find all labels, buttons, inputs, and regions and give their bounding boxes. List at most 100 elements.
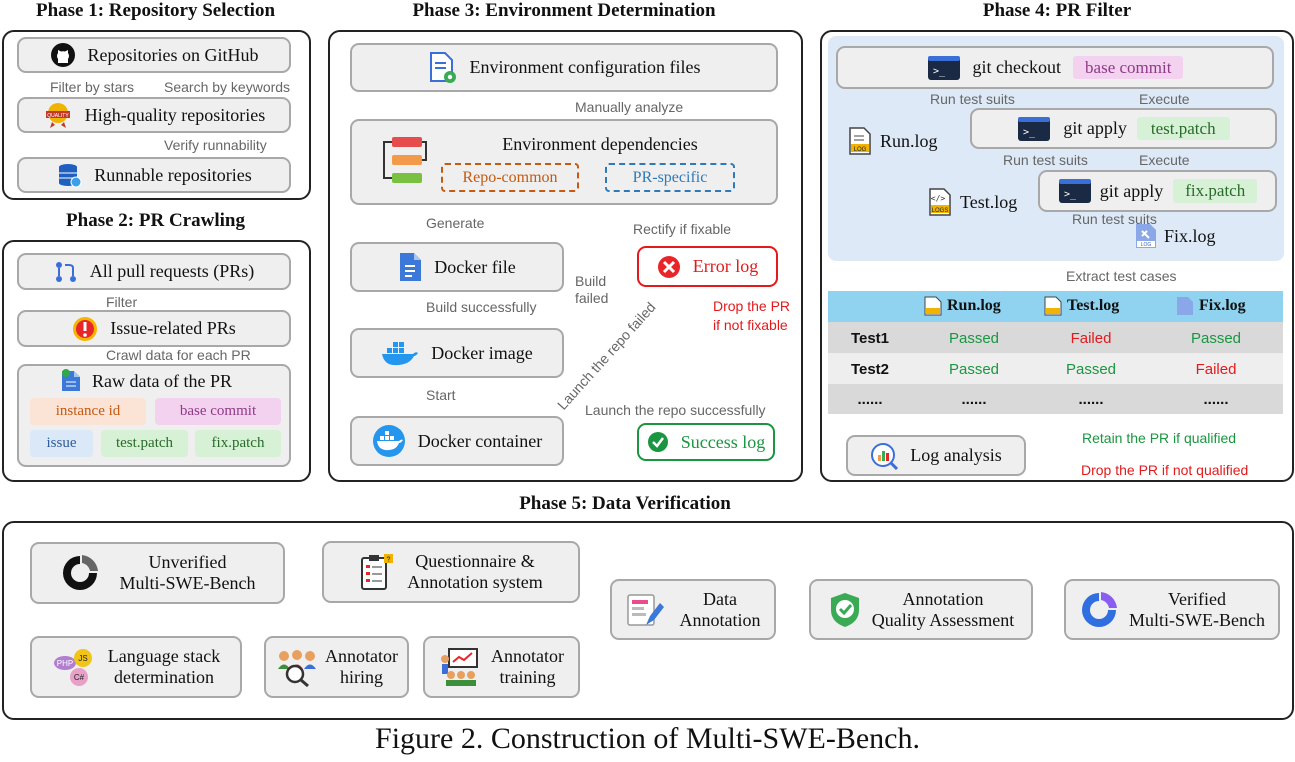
fix-log-item: LOG Fix.log [1134, 223, 1216, 249]
row3-test: ...... [1078, 391, 1104, 408]
training-icon [439, 647, 481, 687]
questionnaire-label: Questionnaire & Annotation system [407, 551, 543, 592]
svg-text:>_: >_ [1064, 189, 1077, 200]
docker-container-node: Docker container [350, 416, 564, 466]
quality-shield-icon [828, 591, 862, 629]
git-checkout-label: git checkout [972, 57, 1062, 78]
docker-file-node: Docker file [350, 242, 564, 292]
row3-fix: ...... [1203, 391, 1229, 408]
build-failed-label-2: failed [575, 290, 609, 306]
run-suits-label-1: Run test suits [930, 91, 1015, 107]
document-check-icon [60, 369, 82, 393]
row3-name: ...... [857, 391, 883, 408]
annotator-training-node: Annotator training [423, 636, 580, 698]
terminal-icon-checkout: >_ [927, 55, 961, 81]
table-header-run: Run.log [924, 296, 1001, 316]
docker-file-label: Docker file [434, 256, 516, 277]
config-file-icon [428, 51, 458, 85]
repositories-github-label: Repositories on GitHub [87, 44, 259, 65]
row1-name: Test1 [850, 330, 890, 347]
table-row-2 [828, 353, 1283, 384]
data-annotation-line1: Data [703, 588, 737, 609]
build-failed-label-1: Build [575, 273, 607, 289]
raw-data-label: Raw data of the PR [92, 370, 232, 391]
svg-text:LOGS: LOGS [932, 208, 949, 214]
git-checkout-node: >_ git checkout base commit [836, 46, 1274, 89]
annotator-hiring-node: Annotator hiring [264, 636, 409, 698]
success-log-label: Success log [680, 431, 766, 452]
training-label: Annotator training [491, 646, 564, 687]
verified-line2: Multi-SWE-Bench [1129, 609, 1265, 630]
fix-patch-tag-p2: fix.patch [195, 430, 281, 457]
issue-related-node: Issue-related PRs [17, 310, 291, 347]
language-stack-label: Language stack determination [108, 646, 220, 687]
unverified-line2: Multi-SWE-Bench [119, 573, 256, 593]
test-log-label: Test.log [960, 191, 1018, 212]
row3-run: ...... [961, 391, 987, 408]
build-success-label: Build successfully [426, 299, 537, 315]
unverified-line1: Unverified [148, 552, 227, 573]
phase2-title: Phase 2: PR Crawling [66, 210, 245, 231]
row2-name: Test2 [850, 361, 890, 378]
runnable-node: Runnable repositories [17, 157, 291, 193]
drop-pr-label-1: Drop the PR [713, 298, 791, 314]
success-log-node: Success log [637, 423, 775, 461]
multi-swe-logo-blue [1079, 590, 1119, 630]
manually-analyze-label: Manually analyze [575, 99, 684, 115]
git-apply-test-node: >_ git apply test.patch [970, 108, 1277, 149]
table-row-1 [828, 322, 1283, 353]
row1-fix: Passed [1190, 330, 1242, 347]
env-deps-label: Environment dependencies [502, 134, 698, 154]
pr-specific-tag: PR-specific [605, 163, 735, 192]
quality-badge-icon: QUALITY [43, 102, 73, 128]
log-analysis-node: Log analysis [846, 435, 1026, 476]
svg-text:LOG: LOG [854, 147, 867, 153]
terminal-icon-fix: >_ [1058, 178, 1092, 204]
log-icon-header-run [924, 296, 942, 316]
launch-success-label: Launch the repo successfully [585, 402, 766, 418]
questionnaire-line1: Questionnaire & [415, 551, 535, 572]
log-icon-header-fix [1176, 296, 1194, 316]
extract-test-cases-label: Extract test cases [1066, 268, 1177, 284]
drop-pr-label-2: if not fixable [713, 317, 788, 333]
table-row-3 [828, 384, 1283, 414]
questionnaire-line2: Annotation system [407, 572, 543, 592]
github-icon [50, 42, 76, 68]
check-circle-icon [647, 431, 669, 453]
retain-pr-label: Retain the PR if qualified [1082, 430, 1237, 446]
data-annotation-node: Data Annotation [610, 579, 776, 640]
docker-container-label: Docker container [417, 430, 543, 451]
test-log-item: </>LOGS Test.log [928, 188, 1017, 216]
filter-stars-label: Filter by stars [50, 79, 135, 95]
table-header-test: Test.log [1044, 296, 1119, 316]
execute-label-2: Execute [1139, 152, 1190, 168]
phase1-title: Phase 1: Repository Selection [35, 0, 276, 21]
row2-fix: Failed [1195, 361, 1237, 378]
git-apply-test-label: git apply [1063, 118, 1127, 139]
all-prs-node: All pull requests (PRs) [17, 253, 291, 290]
error-log-node: Error log [637, 246, 778, 287]
phase5-title: Phase 5: Data Verification [519, 493, 731, 514]
execute-label-1: Execute [1139, 91, 1190, 107]
high-quality-node: QUALITY High-quality repositories [17, 97, 291, 133]
pull-request-icon [54, 260, 78, 284]
crawl-data-label: Crawl data for each PR [106, 347, 251, 363]
training-line2: training [499, 667, 556, 687]
rectify-label: Rectify if fixable [633, 221, 732, 237]
issue-related-label: Issue-related PRs [110, 318, 236, 339]
unverified-label: Unverified Multi-SWE-Bench [120, 552, 256, 593]
clipboard-icon: ? [359, 553, 394, 591]
quality-line2: Quality Assessment [871, 609, 1015, 630]
svg-text:LOG: LOG [1141, 242, 1152, 248]
quality-line1: Annotation [902, 588, 984, 609]
run-suits-label-2: Run test suits [1003, 152, 1088, 168]
log-analysis-label: Log analysis [910, 445, 1002, 466]
runnable-label: Runnable repositories [94, 164, 252, 185]
test-patch-tag-p4: test.patch [1136, 116, 1230, 141]
drop-pr-qualified-label: Drop the PR if not qualified [1081, 462, 1249, 478]
header-run-label: Run.log [947, 297, 1001, 314]
run-log-item: LOG Run.log [848, 127, 938, 155]
header-fix-label: Fix.log [1199, 297, 1246, 314]
start-label: Start [426, 387, 456, 403]
